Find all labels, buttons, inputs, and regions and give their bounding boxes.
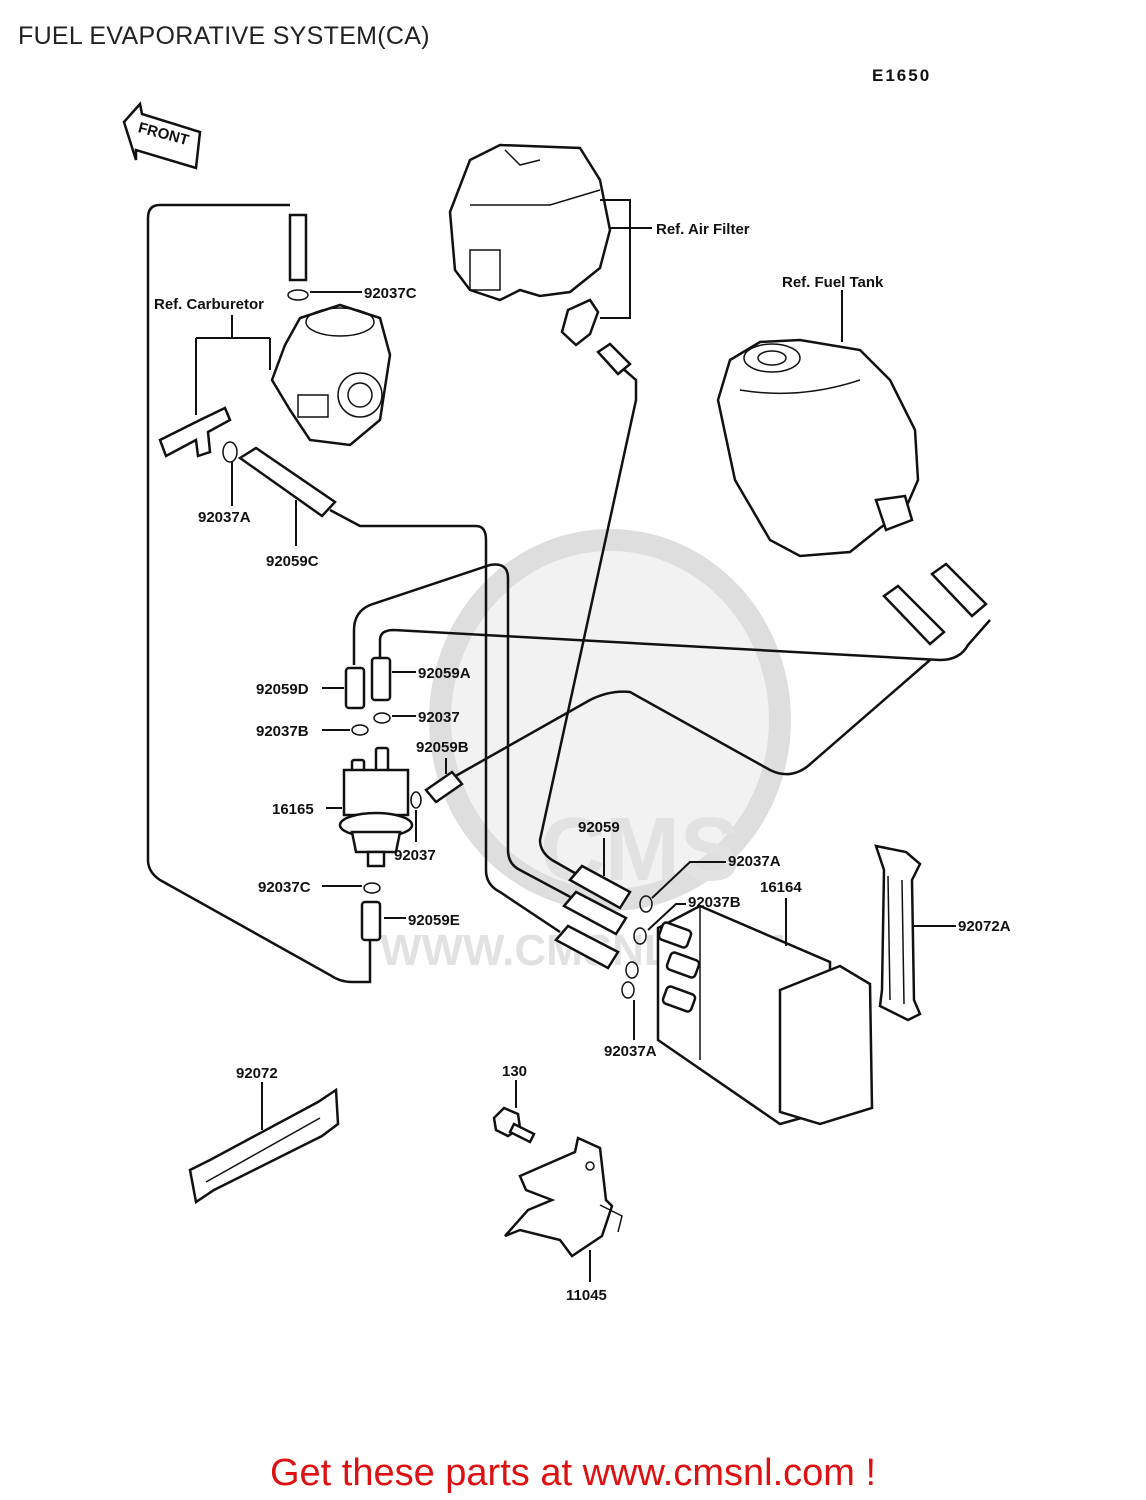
page-title: FUEL EVAPORATIVE SYSTEM(CA) xyxy=(18,22,430,50)
part-92037c-top: 92037C xyxy=(364,285,417,302)
part-92037a-right: 92037A xyxy=(728,853,781,870)
air-filter-fitting-icon xyxy=(596,342,632,376)
hose-center-2 xyxy=(352,563,577,902)
diagram-code: E1650 xyxy=(872,66,932,85)
part-16165: 16165 xyxy=(272,801,314,818)
clamp-92037-lower-icon xyxy=(410,791,422,809)
ref-air-filter-label: Ref. Air Filter xyxy=(656,221,750,238)
bracket-11045-icon xyxy=(504,1136,623,1258)
part-92037-upper: 92037 xyxy=(418,709,460,726)
watermark-brand: CMS xyxy=(540,800,740,900)
carburetor-icon xyxy=(270,303,392,447)
part-92037-lower: 92037 xyxy=(394,847,436,864)
part-92059: 92059 xyxy=(578,819,620,836)
ref-fuel-tank-label: Ref. Fuel Tank xyxy=(782,274,884,291)
parts-diagram: CMS WWW.CMSNL.COM FRONT Ref. Air Filter … xyxy=(122,101,1011,1304)
top-pipe-icon xyxy=(288,213,308,282)
part-92037b-left: 92037B xyxy=(256,723,309,740)
part-92037a-bottom: 92037A xyxy=(604,1043,657,1060)
front-arrow-icon: FRONT xyxy=(122,101,202,170)
air-filter-icon xyxy=(448,143,612,347)
part-16164: 16164 xyxy=(760,879,802,896)
strap-92072-icon xyxy=(188,1087,340,1205)
hose-center-1 xyxy=(329,508,561,934)
part-92037a-left: 92037A xyxy=(198,509,251,526)
fuel-tank-icon xyxy=(716,338,920,558)
hose-92059c-icon xyxy=(237,446,337,518)
leader-92037b-right xyxy=(647,903,686,931)
clamp-92037b-left-icon xyxy=(351,724,369,736)
ref-carburetor-label: Ref. Carburetor xyxy=(154,296,264,313)
hose-valve-tank xyxy=(451,659,931,780)
part-92059d: 92059D xyxy=(256,681,309,698)
footer-promo-link[interactable]: Get these parts at www.cmsnl.com ! xyxy=(269,1452,877,1494)
hose-92059a-icon xyxy=(370,656,392,702)
valve-16165-icon xyxy=(338,746,414,868)
clamp-92037a-left-icon xyxy=(222,441,238,463)
hose-92059d-icon xyxy=(344,666,366,710)
hose-left-loop xyxy=(146,203,372,984)
part-92072a: 92072A xyxy=(958,918,1011,935)
part-92037c-lower: 92037C xyxy=(258,879,311,896)
leader-92037a-right xyxy=(651,861,726,899)
carburetor-bracket xyxy=(195,315,271,415)
part-92072: 92072 xyxy=(236,1065,278,1082)
hose-92059e-icon xyxy=(360,900,382,942)
part-92059e: 92059E xyxy=(408,912,460,929)
canister-16164-icon xyxy=(656,904,874,1126)
t-fitting-icon xyxy=(158,406,232,458)
clamp-92037-upper-icon xyxy=(373,712,391,724)
clamp-92037c-top-icon xyxy=(287,289,309,301)
part-92059a: 92059A xyxy=(418,665,471,682)
strap-92072a-icon xyxy=(874,844,922,1022)
part-11045: 11045 xyxy=(566,1287,607,1304)
bolt-130-icon xyxy=(492,1106,536,1144)
part-92059c: 92059C xyxy=(266,553,319,570)
hose-tank-cross xyxy=(378,619,991,662)
air-filter-bracket xyxy=(600,199,631,319)
tank-fittings xyxy=(882,562,988,646)
part-92059b: 92059B xyxy=(416,739,469,756)
clamp-92037c-lower-icon xyxy=(363,882,381,894)
hoses-92059-icon xyxy=(554,864,632,970)
part-130: 130 xyxy=(502,1063,527,1080)
clamps-canister-icon xyxy=(621,895,653,999)
hose-92059b-icon xyxy=(424,770,464,804)
hose-air-filter xyxy=(538,365,638,878)
